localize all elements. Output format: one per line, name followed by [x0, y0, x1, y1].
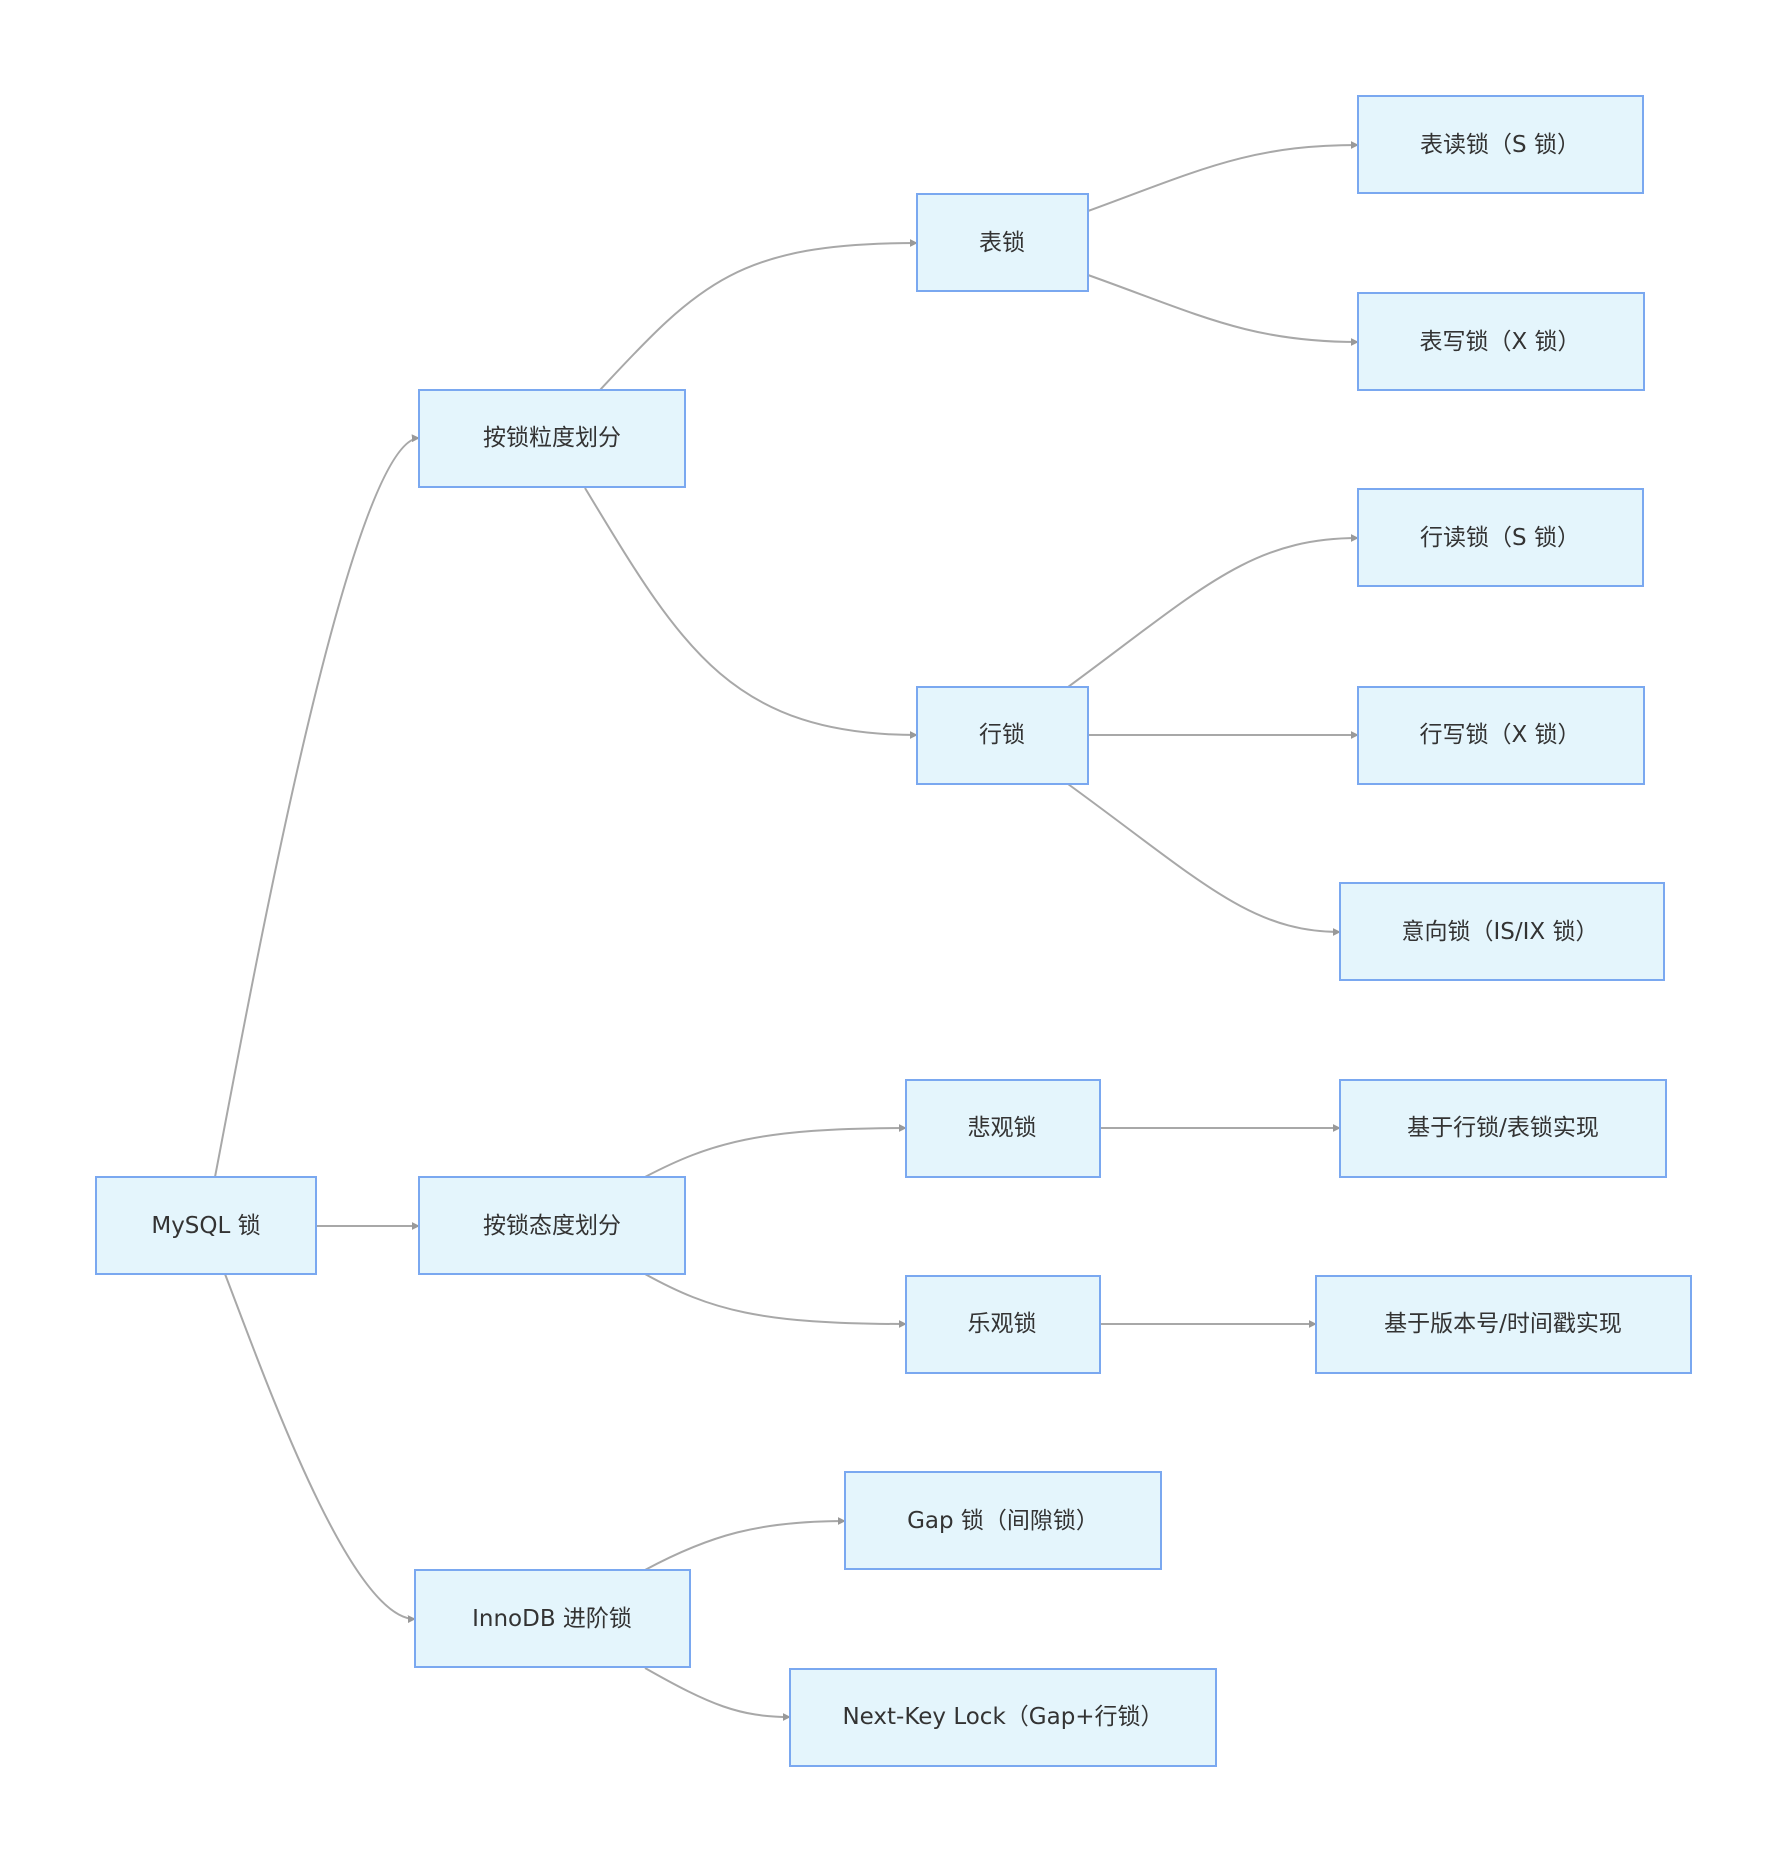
edge-row-intent: [1067, 783, 1341, 936]
node-row-lock[interactable]: 行锁: [916, 686, 1089, 785]
node-row-lock-label: 行锁: [979, 722, 1025, 748]
node-granularity[interactable]: 按锁粒度划分: [418, 389, 686, 488]
node-row-write-label: 行写锁（X 锁）: [1419, 722, 1580, 748]
edge-root-granularity: [214, 434, 420, 1178]
edge-attitude-pessimistic: [644, 1124, 907, 1178]
node-pessimistic-impl-label: 基于行锁/表锁实现: [1407, 1115, 1599, 1141]
edge-innodb-nextkey: [644, 1667, 791, 1721]
node-attitude[interactable]: 按锁态度划分: [418, 1176, 686, 1275]
node-optimistic-impl[interactable]: 基于版本号/时间戳实现: [1315, 1275, 1692, 1374]
node-gap[interactable]: Gap 锁（间隙锁）: [844, 1471, 1162, 1570]
node-table-read[interactable]: 表读锁（S 锁）: [1357, 95, 1644, 194]
node-row-read-label: 行读锁（S 锁）: [1420, 525, 1580, 551]
node-gap-label: Gap 锁（间隙锁）: [907, 1508, 1099, 1534]
edge-table-tableread: [1087, 141, 1359, 212]
node-optimistic[interactable]: 乐观锁: [905, 1275, 1101, 1374]
edges: [214, 141, 1359, 1721]
node-table-lock[interactable]: 表锁: [916, 193, 1089, 292]
node-optimistic-label: 乐观锁: [968, 1311, 1037, 1337]
node-attitude-label: 按锁态度划分: [483, 1213, 621, 1239]
edge-granularity-table: [599, 239, 918, 391]
node-granularity-label: 按锁粒度划分: [483, 425, 621, 451]
nodes: MySQL 锁 按锁粒度划分 按锁态度划分 InnoDB 进阶锁 表锁 行锁 表…: [95, 95, 1692, 1767]
edge-root-innodb: [224, 1273, 416, 1624]
node-row-read[interactable]: 行读锁（S 锁）: [1357, 488, 1644, 587]
node-table-lock-label: 表锁: [979, 230, 1025, 256]
node-pessimistic[interactable]: 悲观锁: [905, 1079, 1101, 1178]
node-intent-label: 意向锁（IS/IX 锁）: [1402, 919, 1599, 945]
node-root-label: MySQL 锁: [151, 1213, 260, 1239]
edge-innodb-gap: [644, 1517, 846, 1571]
edge-table-tablewrite: [1087, 274, 1359, 346]
node-row-write[interactable]: 行写锁（X 锁）: [1357, 686, 1645, 785]
node-innodb-label: InnoDB 进阶锁: [472, 1606, 632, 1632]
node-table-write-label: 表写锁（X 锁）: [1419, 329, 1580, 355]
node-optimistic-impl-label: 基于版本号/时间戳实现: [1384, 1311, 1622, 1337]
node-pessimistic-label: 悲观锁: [968, 1115, 1037, 1141]
edge-row-rowread: [1067, 534, 1359, 688]
node-root[interactable]: MySQL 锁: [95, 1176, 317, 1275]
node-next-key-label: Next-Key Lock（Gap+行锁）: [842, 1704, 1163, 1730]
node-innodb[interactable]: InnoDB 进阶锁: [414, 1569, 691, 1668]
node-table-write[interactable]: 表写锁（X 锁）: [1357, 292, 1645, 391]
node-table-read-label: 表读锁（S 锁）: [1420, 132, 1580, 158]
node-intent[interactable]: 意向锁（IS/IX 锁）: [1339, 882, 1665, 981]
node-next-key[interactable]: Next-Key Lock（Gap+行锁）: [789, 1668, 1217, 1767]
edge-attitude-optimistic: [644, 1273, 907, 1328]
edge-granularity-row: [584, 487, 918, 739]
node-pessimistic-impl[interactable]: 基于行锁/表锁实现: [1339, 1079, 1667, 1178]
